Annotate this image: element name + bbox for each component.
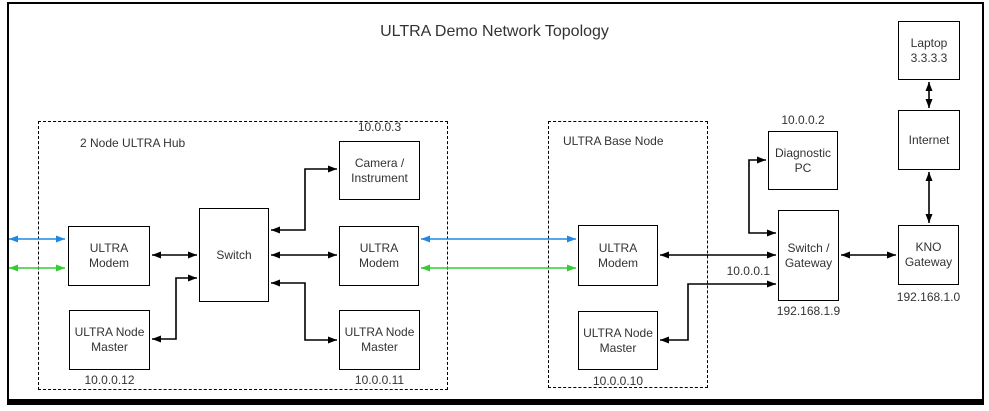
node-switch-gateway: Switch / Gateway [778,210,839,301]
node-base-master: ULTRA Node Master [578,311,658,370]
node-hub-switch: Switch [199,208,269,302]
node-base-modem: ULTRA Modem [578,225,658,286]
node-diagnostic-pc: Diagnostic PC [768,131,838,190]
ip-label-diagnostic-pc: 10.0.0.2 [781,113,825,127]
group-label-base: ULTRA Base Node [563,134,664,148]
ip-label-kno-gateway: 192.168.1.0 [896,290,961,304]
link-switch-hub-master-right [271,279,337,344]
node-internet: Internet [898,110,960,170]
ip-label-base-master: 10.0.0.10 [592,374,644,388]
node-kno-gateway: KNO Gateway [898,225,959,285]
ip-label-camera: 10.0.0.3 [357,120,402,134]
node-hub-master-left: ULTRA Node Master [69,310,150,370]
node-laptop: Laptop 3.3.3.3 [898,21,960,80]
diagram-border [7,2,984,405]
diagram-title: ULTRA Demo Network Topology [380,23,609,40]
link-base-master-gateway [660,280,776,344]
ip-label-hub-master-left: 10.0.0.12 [84,373,135,387]
node-hub-modem-left: ULTRA Modem [68,226,150,286]
link-hub-master-left-switch [152,274,197,343]
group-2-node-ultra-hub [38,121,448,390]
link-switch-camera [271,165,337,234]
node-hub-master-right: ULTRA Node Master [339,310,420,370]
ip-label-gateway-link: 10.0.0.1 [726,264,770,278]
node-camera-instrument: Camera / Instrument [339,141,420,200]
link-gateway-diagnostic-pc [748,156,776,237]
ip-label-switch-gateway: 192.168.1.9 [776,304,841,318]
group-label-hub: 2 Node ULTRA Hub [80,136,186,150]
ip-label-hub-master-right: 10.0.0.11 [354,373,405,387]
node-hub-modem-right: ULTRA Modem [339,226,419,286]
